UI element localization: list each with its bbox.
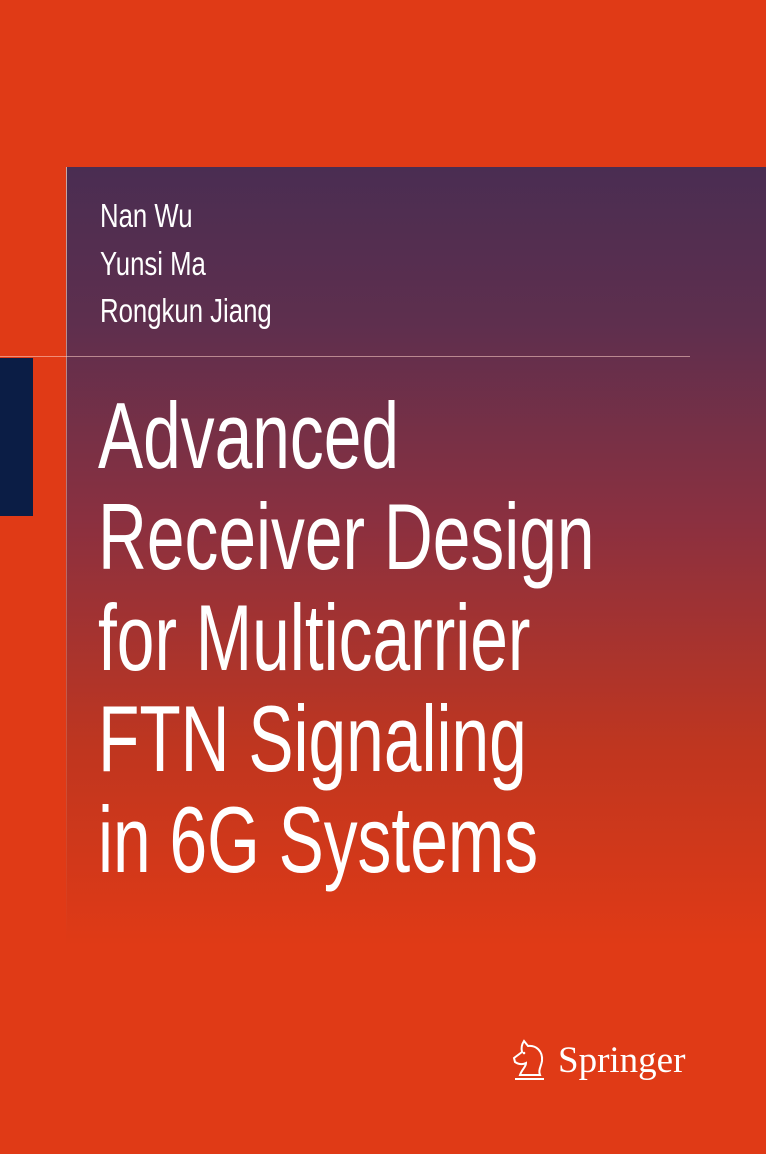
title-line: FTN Signaling	[98, 686, 527, 791]
horizontal-divider	[0, 356, 690, 357]
title-line: for Multicarrier	[98, 585, 531, 690]
title-line: in 6G Systems	[98, 787, 539, 892]
title-line: Receiver Design	[98, 484, 595, 589]
author-list: Nan Wu Yunsi Ma Rongkun Jiang	[100, 192, 320, 335]
author-name: Rongkun Jiang	[100, 292, 272, 329]
title-line: Advanced	[98, 383, 400, 488]
knight-horse-icon	[512, 1039, 544, 1080]
publisher-logo: Springer	[510, 1037, 685, 1083]
cover-gradient-panel	[66, 167, 766, 947]
book-title: Advanced Receiver Design for Multicarrie…	[98, 385, 766, 890]
publisher-name: Springer	[558, 1039, 686, 1081]
accent-block	[0, 358, 33, 516]
author-name: Nan Wu	[100, 197, 193, 234]
panel-edge-line	[66, 167, 67, 937]
author-name: Yunsi Ma	[100, 244, 206, 282]
